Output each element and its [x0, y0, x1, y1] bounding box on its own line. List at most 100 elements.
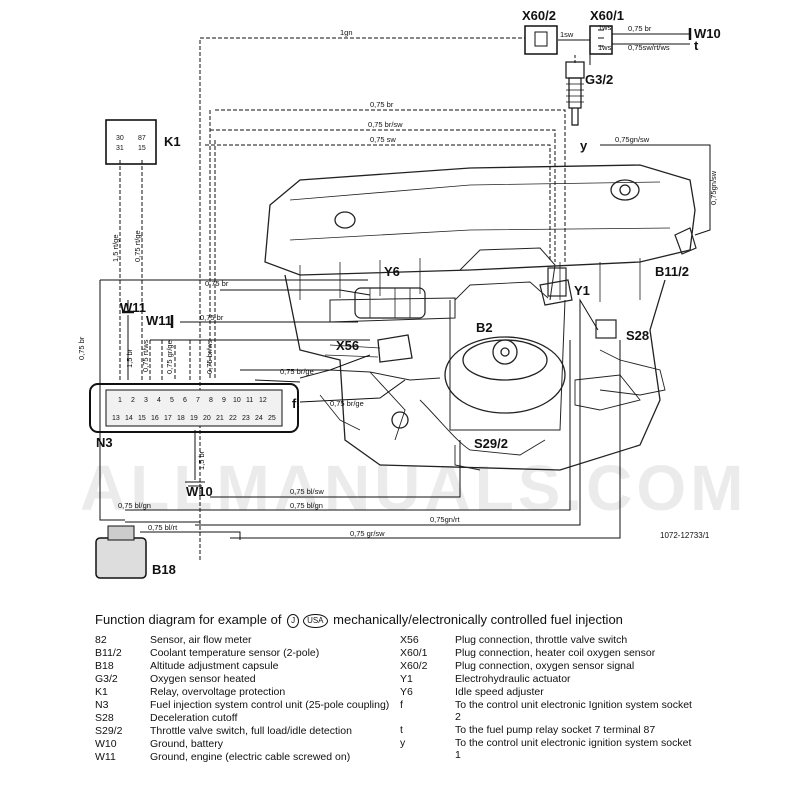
wire-label: 1ws [598, 43, 612, 52]
wire-label: 0,75 br/ge [330, 399, 364, 408]
wire-label: 0,75 br [370, 100, 394, 109]
n3-control-unit [89, 383, 299, 433]
label-w10-top: W10 [694, 26, 721, 41]
wire-label: 0,75 br [200, 313, 224, 322]
n3-pin: 3 [144, 397, 148, 404]
label-x56: X56 [336, 338, 359, 353]
wire-label: 1,5 br [197, 450, 206, 470]
label-b18: B18 [152, 562, 176, 577]
label-f: f [292, 396, 297, 411]
n3-pin: 13 [112, 415, 120, 422]
legend-code: S28 [95, 711, 114, 724]
badge-j: J [287, 613, 300, 628]
legend-desc: Deceleration cutoff [150, 711, 238, 724]
k1-pins: 30 87 31 15 [116, 135, 146, 152]
legend-row: 82 Sensor, air flow meter [95, 634, 400, 646]
n3-pin: 17 [164, 415, 172, 422]
wire-label: 0,75 rt/ws [141, 339, 150, 372]
function-diagram: ALLMANUALS.COM [77, 8, 743, 579]
wire-label: 0,75gn/rt [430, 515, 461, 524]
label-y1: Y1 [574, 283, 590, 298]
legend-code: K1 [95, 685, 108, 698]
wire-label: 0,75 br [205, 279, 229, 288]
label-x60-2: X60/2 [522, 8, 556, 23]
legend-title-suffix: mechanically/electronically controlled f… [333, 612, 623, 627]
x60-2-connector [524, 25, 558, 55]
wire-label: 0,75sw/rt/ws [628, 43, 670, 52]
legend-desc: Altitude adjustment capsule [150, 659, 279, 672]
n3-pin: 1 [118, 397, 122, 404]
legend-row: W10 Ground, battery [95, 738, 400, 750]
legend-desc: Ground, battery [150, 737, 223, 750]
label-y6: Y6 [384, 264, 400, 279]
legend-code: Y6 [400, 685, 413, 698]
legend-code: f [400, 698, 403, 711]
k1-pin: 30 [116, 135, 124, 142]
legend-desc: Sensor, air flow meter [150, 633, 252, 646]
k1-pin: 31 [116, 145, 124, 152]
legend-row: B18 Altitude adjustment capsule [95, 660, 400, 672]
n3-pin: 6 [183, 397, 187, 404]
k1-pin: 87 [138, 135, 146, 142]
legend-desc: To the fuel pump relay socket 7 terminal… [455, 723, 656, 736]
wire-label: 0,75 br/ge [280, 367, 314, 376]
legend-code: X56 [400, 633, 419, 646]
badge-usa: USA [303, 613, 328, 628]
legend-desc: Plug connection, heater coil oxygen sens… [455, 646, 656, 659]
wire-label: 0,75 br/ws [205, 339, 214, 374]
wire-label: 0,75 gr/ge [165, 340, 174, 374]
label-w11-b: W11 [146, 313, 172, 328]
legend-code: W10 [95, 737, 117, 750]
legend-desc: Electrohydraulic actuator [455, 672, 571, 685]
n3-pin: 24 [255, 415, 263, 422]
label-b11-2: B11/2 [655, 264, 689, 279]
figure-reference: 1072-12733/1 [660, 531, 710, 540]
label-k1: K1 [164, 134, 181, 149]
legend-desc: Idle speed adjuster [455, 685, 544, 698]
label-x60-1: X60/1 [590, 8, 624, 23]
legend-code: B18 [95, 659, 114, 672]
n3-pin: 9 [222, 397, 226, 404]
legend-desc: Plug connection, throttle valve switch [455, 633, 628, 646]
wire-labels: 1gn 1sw 1ws 1ws 0,75 br 0,75sw/rt/ws 0,7… [77, 23, 718, 538]
wire-label: 0,75 rt/ge [133, 230, 142, 262]
wire-label: 0,75 br/sw [368, 120, 403, 129]
wire-label: 0,75 br [77, 336, 86, 360]
k1-pin: 15 [138, 145, 146, 152]
label-s29-2: S29/2 [474, 436, 508, 451]
wire-label: 0,75 gr/sw [350, 529, 385, 538]
legend-code: 82 [95, 633, 107, 646]
n3-pin: 21 [216, 415, 224, 422]
n3-pin: 12 [259, 397, 267, 404]
legend-code: y [400, 736, 406, 749]
legend-code: G3/2 [95, 672, 118, 685]
wire-label: 0,75 sw [370, 135, 396, 144]
n3-pin: 23 [242, 415, 250, 422]
n3-pin: 14 [125, 415, 133, 422]
label-w11-a: W11 [120, 300, 146, 315]
n3-pin: 25 [268, 415, 276, 422]
n3-pin: 15 [138, 415, 146, 422]
n3-pin: 11 [246, 397, 253, 404]
legend-desc: Ground, engine (electric cable screwed o… [150, 750, 351, 763]
wire-label: 0,75 bl/gn [118, 501, 151, 510]
legend-right-column: X56 Plug connection, throttle valve switc… [400, 634, 705, 764]
label-w10-bottom: W10 [186, 484, 213, 499]
legend-row: S28 Deceleration cutoff [95, 712, 400, 724]
n3-pin: 4 [157, 397, 161, 404]
legend-code: N3 [95, 698, 109, 711]
wire-label: 0,75gn/sw [615, 135, 650, 144]
legend-code: W11 [95, 750, 116, 763]
k1-relay [105, 119, 157, 165]
wire-label: 1sw [560, 30, 574, 39]
n3-pin: 16 [151, 415, 159, 422]
